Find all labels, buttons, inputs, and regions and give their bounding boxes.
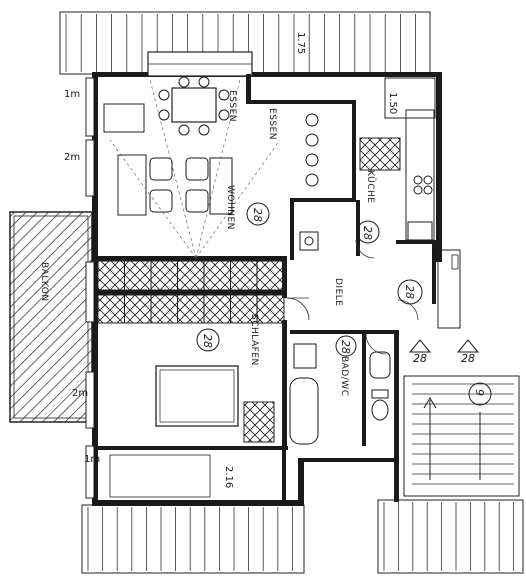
svg-text:28: 28 xyxy=(403,285,416,299)
svg-text:9: 9 xyxy=(473,389,486,396)
dimension-2m-lower: 2m xyxy=(72,388,88,399)
dining-set xyxy=(158,76,230,136)
room-label-schlafen: SCHLAFEN xyxy=(249,314,259,366)
landing-markers xyxy=(408,339,480,353)
circle-number-bad: 28 xyxy=(335,335,357,357)
roof-bottom-right xyxy=(377,499,524,574)
balcony-area xyxy=(9,211,93,423)
bed xyxy=(109,365,275,498)
room-label-essen-a: ESSEN xyxy=(227,90,237,122)
room-label-bad-wc: BAD/WC xyxy=(339,356,349,396)
circle-number-kueche: 28 xyxy=(356,220,380,244)
dimension-2m-upper: 2m xyxy=(64,152,80,163)
kitchen-fixtures xyxy=(299,109,435,251)
circle-number-stair-right: 28 xyxy=(461,352,475,365)
svg-text:28: 28 xyxy=(251,208,264,222)
dimension-1m-bottom: 1m xyxy=(84,454,100,465)
circle-number-stair-main: 9 xyxy=(468,382,492,406)
svg-text:28: 28 xyxy=(413,352,427,365)
outer-walls xyxy=(92,72,442,506)
room-label-wohnen: WOHNEN xyxy=(225,185,235,230)
circle-number-schlafen: 28 xyxy=(196,328,220,352)
svg-text:28: 28 xyxy=(361,226,374,240)
storage-cabinets xyxy=(97,260,285,324)
room-label-essen-b: ESSEN xyxy=(267,108,277,140)
svg-text:28: 28 xyxy=(201,334,214,348)
circle-number-stair-left: 28 xyxy=(413,352,427,365)
roof-slope-lines xyxy=(109,79,281,259)
room-label-diele: DIELE xyxy=(333,278,343,306)
dimension-1-50: 1.50 xyxy=(387,92,398,114)
top-dormer xyxy=(147,51,436,119)
living-seating xyxy=(103,103,233,216)
dimension-1m-top: 1m xyxy=(64,89,80,100)
svg-text:28: 28 xyxy=(339,340,352,354)
roof-bottom-left xyxy=(81,504,305,574)
staircase xyxy=(403,249,520,497)
interior-walls xyxy=(98,74,440,506)
dimension-2-16: 2.16 xyxy=(223,466,234,488)
circle-number-wohnen: 28 xyxy=(246,202,270,226)
dimension-1-75: 1.75 xyxy=(295,32,306,54)
bath-fixtures xyxy=(289,343,391,445)
svg-text:28: 28 xyxy=(461,352,475,365)
left-wall-windows xyxy=(85,77,95,499)
room-label-balkon: BALKON xyxy=(39,262,49,302)
circle-number-diele: 28 xyxy=(397,279,423,305)
room-label-kueche: KÜCHE xyxy=(365,170,376,204)
